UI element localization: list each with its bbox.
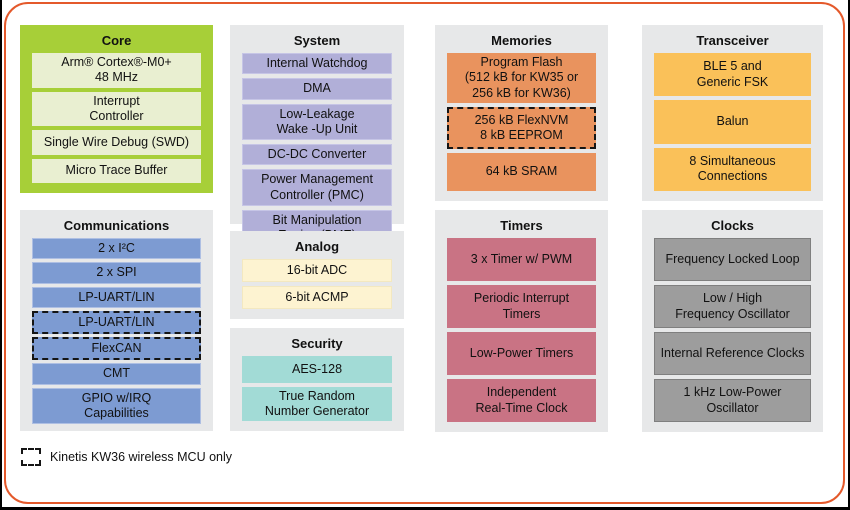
group-title-security: Security xyxy=(291,336,343,351)
group-body-security: AES-128 True Random Number Generator xyxy=(242,356,392,421)
group-body-timers: 3 x Timer w/ PWM Periodic Interrupt Time… xyxy=(447,238,596,422)
block-flexcan-kw36-only: FlexCAN xyxy=(32,337,201,361)
block-periodic-interrupt-timers: Periodic Interrupt Timers xyxy=(447,285,596,328)
group-communications: Communications 2 x I²C 2 x SPI LP-UART/L… xyxy=(20,210,213,431)
block-internal-watchdog: Internal Watchdog xyxy=(242,53,392,75)
group-title-clocks: Clocks xyxy=(711,218,754,233)
block-gpio-irq: GPIO w/IRQ Capabilities xyxy=(32,387,201,424)
group-body-communications: 2 x I²C 2 x SPI LP-UART/LIN LP-UART/LIN … xyxy=(32,238,201,424)
block-8-simultaneous-connections: 8 Simultaneous Connections xyxy=(654,147,811,191)
block-16bit-adc: 16-bit ADC xyxy=(242,259,392,282)
group-clocks: Clocks Frequency Locked Loop Low / High … xyxy=(642,210,823,432)
block-true-random-number-generator: True Random Number Generator xyxy=(242,386,392,421)
block-internal-reference-clocks: Internal Reference Clocks xyxy=(654,332,811,375)
block-flexnvm-eeprom-kw36-only: 256 kB FlexNVM 8 kB EEPROM xyxy=(447,106,596,149)
block-timer-pwm: 3 x Timer w/ PWM xyxy=(447,238,596,281)
block-low-high-frequency-oscillator: Low / High Frequency Oscillator xyxy=(654,285,811,328)
group-body-analog: 16-bit ADC 6-bit ACMP xyxy=(242,259,392,309)
group-memories: Memories Program Flash (512 kB for KW35 … xyxy=(435,25,608,201)
group-title-timers: Timers xyxy=(500,218,543,233)
group-body-clocks: Frequency Locked Loop Low / High Frequen… xyxy=(654,238,811,422)
block-arm-cortex-m0plus: Arm® Cortex®-M0+ 48 MHz xyxy=(32,53,201,88)
group-title-core: Core xyxy=(101,33,132,48)
block-frequency-locked-loop: Frequency Locked Loop xyxy=(654,238,811,281)
group-title-analog: Analog xyxy=(294,239,340,254)
block-lp-uart-lin-2-kw36-only: LP-UART/LIN xyxy=(32,310,201,334)
block-balun: Balun xyxy=(654,100,811,144)
block-1khz-low-power-oscillator: 1 kHz Low-Power Oscillator xyxy=(654,379,811,422)
block-ble5-generic-fsk: BLE 5 and Generic FSK xyxy=(654,53,811,97)
group-analog: Analog 16-bit ADC 6-bit ACMP xyxy=(230,231,404,319)
group-title-memories: Memories xyxy=(491,33,552,48)
group-core: Core Arm® Cortex®-M0+ 48 MHz Interrupt C… xyxy=(20,25,213,193)
block-independent-real-time-clock: Independent Real-Time Clock xyxy=(447,379,596,422)
block-dma: DMA xyxy=(242,78,392,100)
legend-label: Kinetis KW36 wireless MCU only xyxy=(50,450,232,464)
group-title-communications: Communications xyxy=(63,218,170,233)
group-security: Security AES-128 True Random Number Gene… xyxy=(230,328,404,431)
block-aes-128: AES-128 xyxy=(242,356,392,383)
block-single-wire-debug: Single Wire Debug (SWD) xyxy=(32,130,201,155)
block-micro-trace-buffer: Micro Trace Buffer xyxy=(32,158,201,183)
block-dcdc-converter: DC-DC Converter xyxy=(242,144,392,166)
block-interrupt-controller: Interrupt Controller xyxy=(32,91,201,126)
group-body-transceiver: BLE 5 and Generic FSK Balun 8 Simultaneo… xyxy=(654,53,811,191)
group-body-system: Internal Watchdog DMA Low-Leakage Wake -… xyxy=(242,53,392,247)
group-body-core: Arm® Cortex®-M0+ 48 MHz Interrupt Contro… xyxy=(32,53,201,183)
group-title-transceiver: Transceiver xyxy=(696,33,769,48)
group-title-system: System xyxy=(293,33,341,48)
block-i2c: 2 x I²C xyxy=(32,238,201,260)
group-timers: Timers 3 x Timer w/ PWM Periodic Interru… xyxy=(435,210,608,432)
block-program-flash: Program Flash (512 kB for KW35 or 256 kB… xyxy=(447,53,596,103)
group-system: System Internal Watchdog DMA Low-Leakage… xyxy=(230,25,404,247)
block-6bit-acmp: 6-bit ACMP xyxy=(242,286,392,309)
group-transceiver: Transceiver BLE 5 and Generic FSK Balun … xyxy=(642,25,823,201)
block-low-power-timers: Low-Power Timers xyxy=(447,332,596,375)
block-power-management-controller: Power Management Controller (PMC) xyxy=(242,169,392,206)
block-sram: 64 kB SRAM xyxy=(447,152,596,191)
dashed-box-icon xyxy=(21,448,41,466)
block-low-leakage-wakeup-unit: Low-Leakage Wake -Up Unit xyxy=(242,103,392,140)
block-lp-uart-lin-1: LP-UART/LIN xyxy=(32,286,201,308)
block-cmt: CMT xyxy=(32,363,201,385)
group-body-memories: Program Flash (512 kB for KW35 or 256 kB… xyxy=(447,53,596,191)
legend: Kinetis KW36 wireless MCU only xyxy=(21,448,232,466)
block-spi: 2 x SPI xyxy=(32,262,201,284)
